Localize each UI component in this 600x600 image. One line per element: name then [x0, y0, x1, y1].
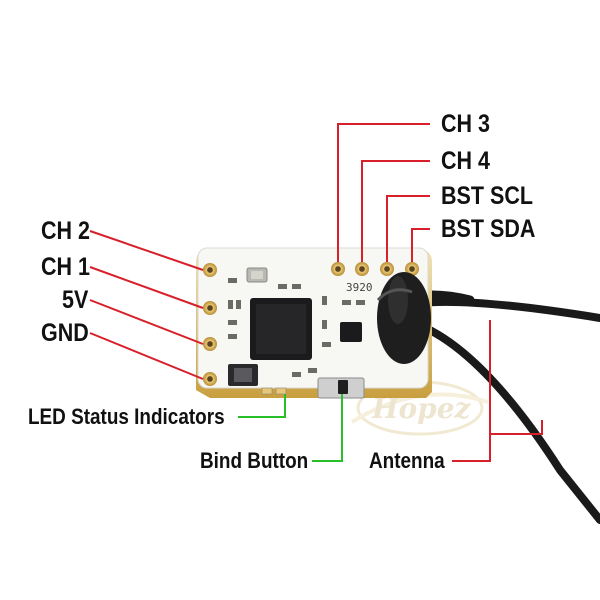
receiver-board: 3920 [196, 247, 432, 399]
led-indicator [275, 387, 287, 395]
pad-ch1 [203, 301, 217, 315]
antenna-connector [376, 272, 431, 364]
leader-gnd [89, 332, 204, 380]
pad-ch2 [203, 263, 217, 277]
label-antenna: Antenna [369, 448, 445, 473]
label-bst-sda: BST SDA [441, 215, 536, 243]
leader-ch3 [337, 123, 430, 262]
leader-bst-scl [386, 195, 430, 262]
leader-ch1 [89, 266, 204, 309]
leader-5v [89, 299, 204, 345]
pad-ch4 [355, 262, 369, 276]
leader-led-status [238, 394, 286, 418]
leader-bst-sda [411, 228, 430, 262]
led-indicator [261, 387, 273, 395]
leader-ch4 [361, 160, 430, 262]
rf-chip [340, 322, 362, 342]
chip-marking: 3920 [346, 281, 373, 294]
label-led-status-indicators: LED Status Indicators [28, 404, 225, 429]
pad-ch3 [331, 262, 345, 276]
pin-leader-lines [89, 123, 543, 462]
label-5v: 5V [62, 286, 89, 314]
bind-button [317, 377, 365, 399]
label-bind-button: Bind Button [200, 448, 309, 473]
label-bst-scl: BST SCL [441, 182, 533, 210]
smd-components [228, 278, 365, 377]
leader-ch2 [89, 230, 204, 271]
label-ch4: CH 4 [441, 147, 490, 175]
label-ch1: CH 1 [41, 253, 90, 281]
green-leader-lines [238, 394, 343, 462]
pad-bst-scl [380, 262, 394, 276]
pad-5v [203, 337, 217, 351]
leader-antenna [452, 320, 543, 462]
leader-bind-button [312, 394, 343, 462]
pad-bst-sda [405, 262, 419, 276]
label-gnd: GND [41, 319, 89, 347]
pad-gnd [203, 372, 217, 386]
label-ch3: CH 3 [441, 110, 490, 138]
label-ch2: CH 2 [41, 217, 90, 245]
